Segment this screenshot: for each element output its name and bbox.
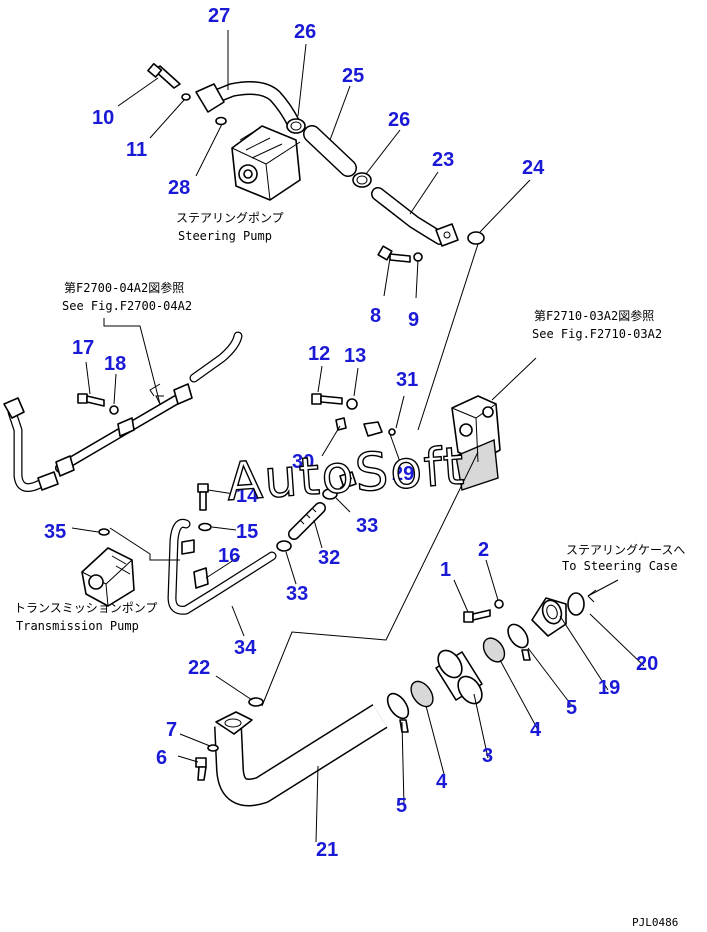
callout-12: 12 (308, 343, 330, 365)
callout-numbers: 27 26 25 26 23 24 10 11 28 8 9 17 18 12 … (44, 5, 658, 861)
callout-24: 24 (522, 157, 545, 179)
transmission-pump-drawing (81, 547, 135, 607)
part-26-clamp-lower (352, 172, 372, 188)
part-8-bolt (377, 245, 411, 263)
part-34-tube (167, 518, 277, 615)
callout-27: 27 (208, 5, 230, 27)
steering-pump-label-en: Steering Pump (178, 229, 272, 243)
callout-25: 25 (342, 65, 364, 87)
captions: ステアリングポンプ Steering Pump 第F2700-04A2図参照 S… (14, 211, 685, 633)
part-13-washer (346, 398, 358, 410)
part-30-fitting (335, 417, 347, 431)
part-23-tube (371, 187, 459, 247)
ref-left-label-en: See Fig.F2700-04A2 (62, 299, 192, 313)
part-11-washer (181, 93, 191, 101)
drawing-code: PJL0486 (632, 916, 678, 929)
callout-30: 30 (292, 451, 314, 473)
callout-1: 1 (440, 559, 451, 581)
callout-14: 14 (236, 485, 259, 507)
ref-right-label-en: See Fig.F2710-03A2 (532, 327, 662, 341)
callout-6: 6 (156, 747, 167, 769)
callout-35: 35 (44, 521, 66, 543)
callout-29: 29 (392, 463, 414, 485)
steering-case-label-en: To Steering Case (562, 559, 678, 573)
steering-pump-drawing (231, 125, 301, 201)
callout-8: 8 (370, 305, 381, 327)
leader-lines (71, 30, 645, 843)
callout-9: 9 (408, 309, 419, 331)
part-5-clamp-upper (507, 623, 531, 661)
callout-28: 28 (168, 177, 190, 199)
callout-33-upper: 33 (356, 515, 378, 537)
part-35-o-ring (98, 528, 110, 536)
part-25-hose (303, 125, 357, 177)
callout-33-lower: 33 (286, 583, 308, 605)
part-5-clamp-lower (386, 692, 410, 733)
callout-21: 21 (316, 839, 338, 861)
steering-valve-block (451, 395, 501, 491)
part-12-bolt (311, 393, 343, 405)
callout-31: 31 (396, 369, 418, 391)
callout-19: 19 (598, 677, 620, 699)
callout-2: 2 (478, 539, 489, 561)
callout-4-right: 4 (530, 719, 542, 741)
part-15-washer (198, 522, 212, 532)
callout-4-left: 4 (436, 771, 448, 793)
callout-13: 13 (344, 345, 366, 367)
callout-20: 20 (636, 653, 658, 675)
part-33-clamp-lower (276, 540, 292, 552)
part-26-clamp-upper (286, 118, 306, 134)
part-32-hose (288, 502, 326, 540)
part-2-washer (494, 599, 504, 609)
transmission-pump-label-jp: トランスミッションポンプ (14, 601, 157, 615)
part-29-hose-fitting (339, 471, 357, 489)
part-17-bolt (77, 393, 105, 407)
part-18-washer (109, 405, 119, 415)
part-4-rubber-upper (482, 637, 506, 663)
callout-26-lower: 26 (388, 109, 410, 131)
part-14-bolt (197, 483, 209, 511)
part-9-washer (413, 252, 423, 262)
part-10-bolt (147, 62, 181, 89)
part-19-flange (531, 597, 567, 637)
ref-right-label-jp: 第F2710-03A2図参照 (534, 308, 654, 323)
callout-5-right: 5 (566, 697, 577, 719)
part-16-clamp (181, 539, 209, 589)
callout-22: 22 (188, 657, 210, 679)
part-3-elbow-pipe (435, 649, 483, 705)
left-hose-assembly (3, 331, 243, 493)
callout-5-left: 5 (396, 795, 407, 817)
steering-case-label-jp: ステアリングケースへ (566, 543, 685, 557)
callout-23: 23 (432, 149, 454, 171)
callout-3: 3 (482, 745, 493, 767)
transmission-pump-label-en: Transmission Pump (16, 619, 139, 633)
part-20-o-ring (567, 592, 585, 616)
callout-10: 10 (92, 107, 114, 129)
part-33-clamp-upper (322, 488, 338, 500)
part-24-o-ring (467, 231, 485, 245)
callout-26-upper: 26 (294, 21, 316, 43)
part-28-o-ring (215, 116, 227, 126)
part-22-o-ring (248, 697, 264, 707)
callout-16: 16 (218, 545, 240, 567)
callout-17: 17 (72, 337, 94, 359)
part-21-pipe (214, 704, 388, 807)
steering-pump-label-jp: ステアリングポンプ (176, 211, 284, 225)
callout-11: 11 (126, 139, 147, 161)
part-4-rubber-lower (410, 680, 434, 708)
callout-34: 34 (234, 637, 257, 659)
part-1-bolt (463, 609, 491, 623)
part-7-washer (207, 744, 219, 752)
callout-15: 15 (236, 521, 258, 543)
ref-left-label-jp: 第F2700-04A2図参照 (64, 280, 184, 295)
callout-32: 32 (318, 547, 340, 569)
part-31-nipple (363, 421, 396, 437)
callout-7: 7 (166, 719, 177, 741)
watermark: AutoSoft (225, 436, 468, 513)
part-27-elbow-tube (195, 81, 301, 131)
callout-18: 18 (104, 353, 126, 375)
part-6-bolt (195, 757, 207, 781)
